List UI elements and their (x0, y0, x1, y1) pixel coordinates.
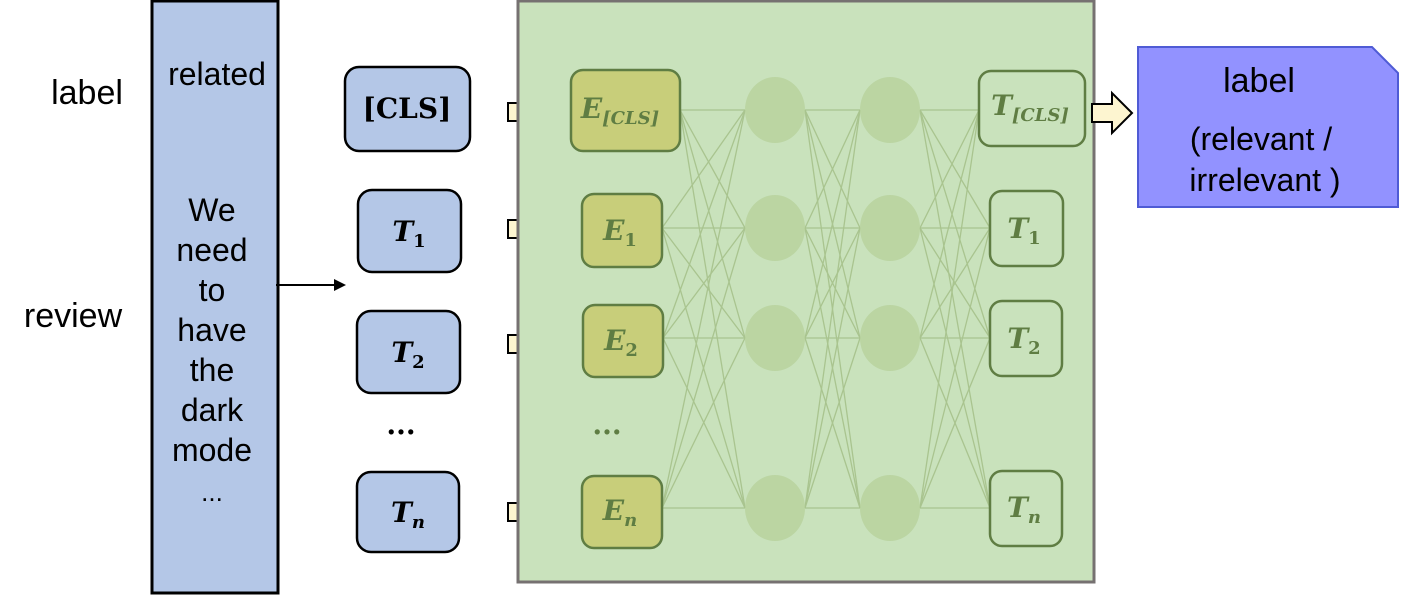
embedding-e1-label: E1 (602, 214, 637, 251)
review-word: ... (201, 477, 223, 507)
hidden-nodes (745, 77, 920, 541)
hidden-node-layer2 (860, 475, 920, 541)
network-connection (919, 227, 991, 339)
output-t1-label: T1 (1007, 212, 1040, 249)
output-tn-label: Tn (1007, 491, 1041, 528)
hidden-node-layer1 (745, 305, 805, 371)
embedding-cls-label: E[CLS] (580, 92, 659, 129)
network-connection (804, 109, 861, 509)
network-connection (919, 109, 980, 339)
embedding-ellipsis: ... (592, 408, 621, 441)
network-connection (919, 109, 991, 509)
result-relevant: (relevant / (1190, 121, 1332, 157)
output-t2-label: T2 (1007, 322, 1040, 359)
network-connection (661, 109, 746, 229)
network-connection (919, 109, 991, 229)
embedding-en-label: En (602, 494, 637, 531)
token-t1-label: T1 (392, 215, 425, 252)
network-connection (804, 109, 861, 229)
network-connection (662, 227, 746, 339)
network-connections (661, 109, 991, 509)
review-word: the (190, 352, 234, 388)
network-connection (919, 337, 991, 509)
network-connection (804, 109, 861, 339)
result-box (1137, 46, 1399, 208)
output-cls-label: T[CLS] (991, 89, 1069, 126)
token-tn-label: Tn (391, 496, 425, 533)
input-column (150, 0, 280, 595)
token-t1-box (356, 188, 463, 274)
network-connection (804, 227, 861, 509)
network-connection (661, 227, 746, 509)
network-connection (662, 109, 746, 339)
hidden-node-layer2 (860, 77, 920, 143)
network-connection (804, 227, 861, 339)
network-connection (679, 109, 746, 229)
network-connection (919, 109, 980, 509)
review-word: to (199, 272, 226, 308)
review-word: mode (172, 432, 252, 468)
output-arrow (1091, 90, 1134, 136)
embedding-e2-label: E2 (603, 324, 638, 361)
token-t2-label: T2 (391, 336, 424, 373)
network-connection (661, 109, 746, 509)
embedding-cls-box (569, 68, 682, 153)
input-label-text: related (168, 56, 266, 92)
token-ellipsis: ... (386, 408, 415, 441)
network-connection (919, 109, 991, 339)
row-label-label: label (51, 74, 123, 112)
embedding-e1-box (580, 192, 664, 269)
token-cls-label: [CLS] (363, 92, 452, 125)
result-irrelevant: irrelevant ) (1189, 162, 1340, 198)
review-word: dark (181, 392, 244, 428)
network-connection (804, 337, 861, 509)
result-label: label (1223, 62, 1295, 100)
network-connection (661, 337, 746, 509)
hidden-node-layer1 (745, 77, 805, 143)
hidden-node-layer2 (860, 305, 920, 371)
network-connection (919, 227, 991, 509)
output-t1-box (988, 189, 1065, 268)
token-cls-box (343, 65, 472, 153)
network-connection (679, 109, 746, 339)
input-to-tokens-arrowhead (334, 279, 346, 291)
network-connection (919, 109, 980, 229)
row-label-review: review (24, 297, 123, 335)
hidden-node-layer2 (860, 195, 920, 261)
embedding-e2-box (581, 303, 665, 379)
output-t2-box (988, 299, 1064, 378)
embedding-en-box (580, 474, 664, 550)
hidden-node-layer1 (745, 475, 805, 541)
token-t2-box (355, 309, 462, 395)
hidden-node-layer1 (745, 195, 805, 261)
token-tn-box (355, 470, 461, 554)
review-text: We need to have the dark mode... (172, 192, 252, 507)
review-word: need (176, 232, 247, 268)
output-tn-box (988, 469, 1064, 548)
review-word: have (177, 312, 246, 348)
review-word: We (188, 192, 235, 228)
network-connection (679, 109, 746, 509)
output-cls-box (977, 69, 1087, 148)
